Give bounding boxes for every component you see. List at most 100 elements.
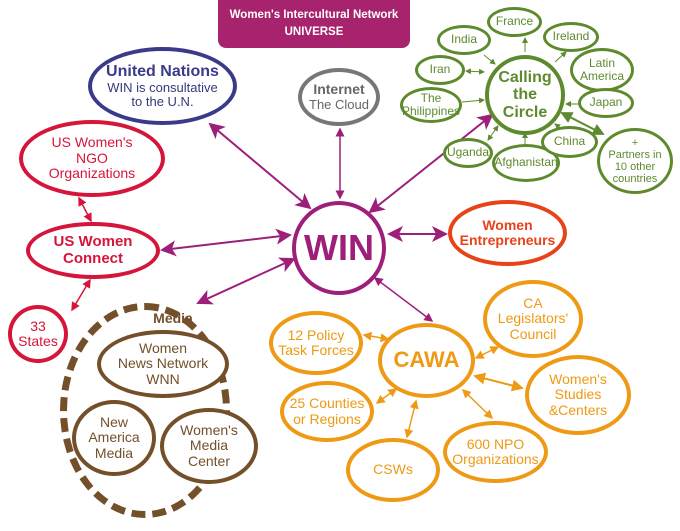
node-iran[interactable]: Iran	[415, 55, 465, 85]
node-us-women-connect[interactable]: US Women Connect	[26, 222, 160, 279]
node-us-women-ngo[interactable]: US Women's NGO Organizations	[19, 120, 165, 197]
win-label: WIN	[304, 227, 374, 269]
iran-label: Iran	[429, 62, 451, 77]
node-partners-10-countries[interactable]: + Partners in 10 other countries	[597, 128, 673, 194]
node-33-states[interactable]: 33 States	[8, 305, 68, 363]
legis-line-1: CA	[523, 294, 543, 311]
un-title: United Nations	[106, 62, 219, 80]
latin-line-1: Latin	[588, 55, 616, 70]
csws-line-1: CSWs	[373, 461, 413, 478]
counties-line-1: 25 Counties	[289, 395, 365, 412]
china-label: China	[553, 134, 586, 149]
partners-line-4: countries	[612, 173, 658, 186]
node-women-entrepreneurs[interactable]: Women Entrepreneurs	[448, 200, 567, 266]
partners-line-2: Partners in	[608, 148, 662, 161]
studies-line-3: &Centers	[548, 401, 608, 418]
arrow-cawa-policy	[362, 331, 390, 343]
title-line-1: Women's Intercultural Network	[229, 9, 399, 21]
arrow-cawa-csws	[404, 399, 419, 439]
node-policy-task-forces[interactable]: 12 Policy Task Forces	[269, 311, 363, 375]
phil-line-1: The	[420, 90, 442, 105]
calling-line-3: Circle	[502, 103, 548, 121]
phil-line-2: Philippines	[401, 104, 461, 118]
node-women-news-network[interactable]: Women News Network WNN	[97, 330, 229, 398]
uswc-line-1: US Women	[53, 233, 133, 250]
states-line-1: 33	[30, 317, 46, 334]
partners-line-1: +	[631, 136, 639, 149]
internet-line-2: The Cloud	[309, 96, 369, 112]
ngo-line-1: US Women's	[51, 134, 133, 151]
node-womens-media-center[interactable]: Women's Media Center	[160, 408, 258, 484]
node-csws[interactable]: CSWs	[346, 438, 440, 502]
partners-line-3: 10 other	[614, 161, 656, 173]
calling-line-2: the	[513, 86, 537, 104]
france-label: France	[495, 14, 534, 29]
cawa-label: CAWA	[393, 347, 460, 373]
arrow-cc-uganda	[487, 125, 499, 141]
india-label: India	[450, 32, 478, 47]
nam-line-1: New	[99, 413, 128, 430]
npo-line-2: Organizations	[452, 451, 539, 467]
japan-label: Japan	[589, 95, 623, 110]
arrow-cawa-legis	[474, 346, 500, 359]
wmc-line-1: Women's	[180, 421, 238, 438]
wmc-line-2: Media	[189, 437, 229, 454]
node-ireland[interactable]: Ireland	[543, 22, 599, 52]
internet-title: Internet	[313, 81, 365, 98]
node-new-america-media[interactable]: New America Media	[72, 400, 156, 476]
arrow-cc-india	[483, 54, 496, 65]
arrow-ngo-uswc	[78, 196, 92, 223]
arrow-uswc-states	[71, 278, 91, 312]
latin-line-2: America	[579, 69, 624, 83]
ngo-line-2: NGO	[76, 149, 108, 166]
node-cawa[interactable]: CAWA	[378, 323, 475, 398]
ireland-label: Ireland	[552, 29, 590, 44]
arrow-win-calling	[368, 113, 494, 214]
un-line-3: to the U.N.	[131, 93, 194, 109]
ngo-line-3: Organizations	[48, 165, 136, 182]
states-line-2: States	[18, 333, 58, 349]
node-united-nations[interactable]: United Nations WIN is consultative to th…	[88, 47, 237, 125]
arrow-cawa-npo	[461, 388, 494, 420]
uswc-line-2: Connect	[63, 249, 123, 267]
node-philippines[interactable]: The Philippines	[400, 87, 462, 123]
afghan-label: Afghanistan	[494, 155, 558, 170]
wnn-line-1: Women	[139, 339, 187, 356]
uganda-label: Uganda	[446, 145, 490, 160]
nam-line-2: America	[88, 429, 140, 446]
node-afghanistan[interactable]: Afghanistan	[492, 144, 560, 182]
node-latin-america[interactable]: Latin America	[570, 48, 634, 92]
arrow-cawa-studies	[473, 372, 524, 392]
entre-line-1: Women	[482, 216, 533, 233]
arrow-win-uswc	[160, 228, 292, 257]
arrow-cc-ireland	[554, 51, 567, 63]
arrow-win-media	[196, 257, 296, 305]
node-counties-regions[interactable]: 25 Counties or Regions	[280, 381, 374, 442]
legis-line-3: Council	[509, 325, 557, 342]
wnn-line-2: News Network	[117, 355, 209, 372]
node-france[interactable]: France	[487, 7, 542, 37]
node-win-hub[interactable]: WIN	[292, 201, 386, 295]
node-internet[interactable]: Internet The Cloud	[298, 68, 380, 126]
nam-line-3: Media	[94, 444, 134, 461]
node-calling-the-circle[interactable]: Calling the Circle	[485, 55, 565, 135]
node-india[interactable]: India	[437, 25, 491, 55]
wmc-line-3: Center	[187, 452, 231, 469]
node-npo-organizations[interactable]: 600 NPO Organizations	[443, 421, 548, 483]
node-china[interactable]: China	[541, 126, 598, 158]
arrow-cc-partners	[560, 112, 605, 135]
node-japan[interactable]: Japan	[578, 88, 634, 118]
policy-line-1: 12 Policy	[287, 326, 345, 343]
arrow-win-cawa	[373, 277, 434, 322]
title-banner: Women's Intercultural Network UNIVERSE	[218, 0, 410, 48]
entre-line-2: Entrepreneurs	[459, 232, 556, 248]
node-ca-legislators-council[interactable]: CA Legislators' Council	[483, 280, 583, 358]
policy-line-2: Task Forces	[278, 342, 354, 358]
un-line-2: WIN is consultative	[107, 79, 218, 95]
node-uganda[interactable]: Uganda	[443, 138, 493, 168]
npo-line-1: 600 NPO	[466, 435, 525, 452]
node-womens-studies-centers[interactable]: Women's Studies &Centers	[525, 355, 631, 435]
wnn-line-3: WNN	[146, 370, 180, 387]
